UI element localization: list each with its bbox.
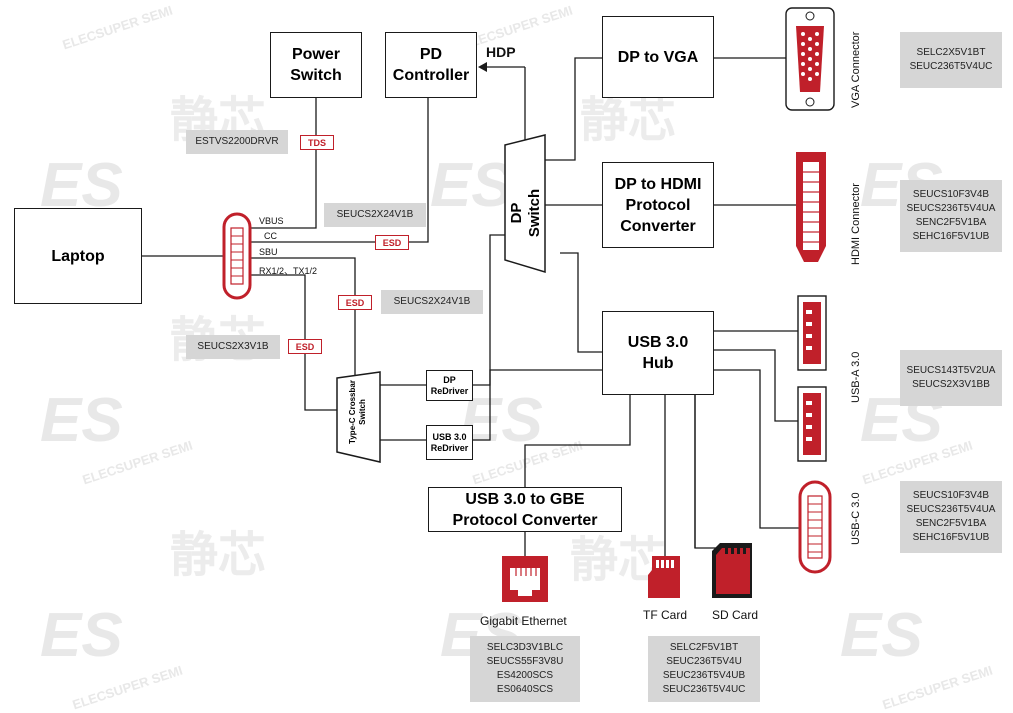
power-switch-block: Power Switch — [270, 32, 362, 98]
hdp-label: HDP — [486, 44, 516, 60]
sd-card-label: SD Card — [712, 608, 759, 622]
laptop-block: Laptop — [14, 208, 142, 304]
esd-tag-cc: ESD — [375, 235, 409, 250]
parts-rxtx: SEUCS2X3V1B — [186, 335, 280, 359]
esd-tag-sbu: ESD — [338, 295, 372, 310]
signal-cc: CC — [264, 231, 277, 241]
signal-sbu: SBU — [259, 247, 278, 257]
vga-connector-label: VGA Connector — [850, 31, 862, 108]
usb-hub-block: USB 3.0 Hub — [602, 311, 714, 395]
typec-switch-label: Type-C Crossbar Switch — [348, 380, 367, 444]
dp-switch-shape — [504, 134, 546, 274]
typec-port-icon — [222, 212, 252, 300]
tf-card-icon — [648, 556, 680, 598]
usb-to-gbe-block: USB 3.0 to GBE Protocol Converter — [428, 487, 622, 532]
tf-card-label: TF Card — [643, 608, 688, 622]
usb-redriver-block: USB 3.0 ReDriver — [426, 425, 473, 460]
usb-c-connector-icon — [798, 480, 832, 574]
hdmi-connector-icon — [796, 152, 826, 262]
dp-redriver-block: DP ReDriver — [426, 370, 473, 401]
esd-tag-rxtx: ESD — [288, 339, 322, 354]
vga-connector-icon — [785, 7, 835, 111]
usb-a-connector-icon — [797, 386, 827, 462]
parts-sbu: SEUCS2X24V1B — [381, 290, 483, 314]
dp-to-hdmi-block: DP to HDMI Protocol Converter — [602, 162, 714, 248]
usb-a-connector-icon — [797, 295, 827, 371]
ethernet-jack-icon — [502, 556, 548, 602]
sd-card-icon — [712, 543, 752, 598]
tds-tag: TDS — [300, 135, 334, 150]
pd-controller-block: PD Controller — [385, 32, 477, 98]
ethernet-label: Gigabit Ethernet — [480, 614, 567, 628]
signal-vbus: VBUS — [259, 216, 284, 226]
dp-to-vga-block: DP to VGA — [602, 16, 714, 98]
signal-rx-tx: RX1/2、TX1/2 — [259, 266, 318, 276]
typec-switch-shape — [336, 371, 381, 463]
parts-cc: SEUCS2X24V1B — [324, 203, 426, 227]
usb-c-label: USB-C 3.0 — [850, 492, 862, 545]
dp-switch-label: DP Switch — [508, 188, 543, 238]
usb-a-label: USB-A 3.0 — [850, 351, 862, 403]
parts-power-switch: ESTVS2200DRVR — [186, 130, 288, 154]
hdmi-connector-label: HDMI Connector — [850, 183, 862, 265]
